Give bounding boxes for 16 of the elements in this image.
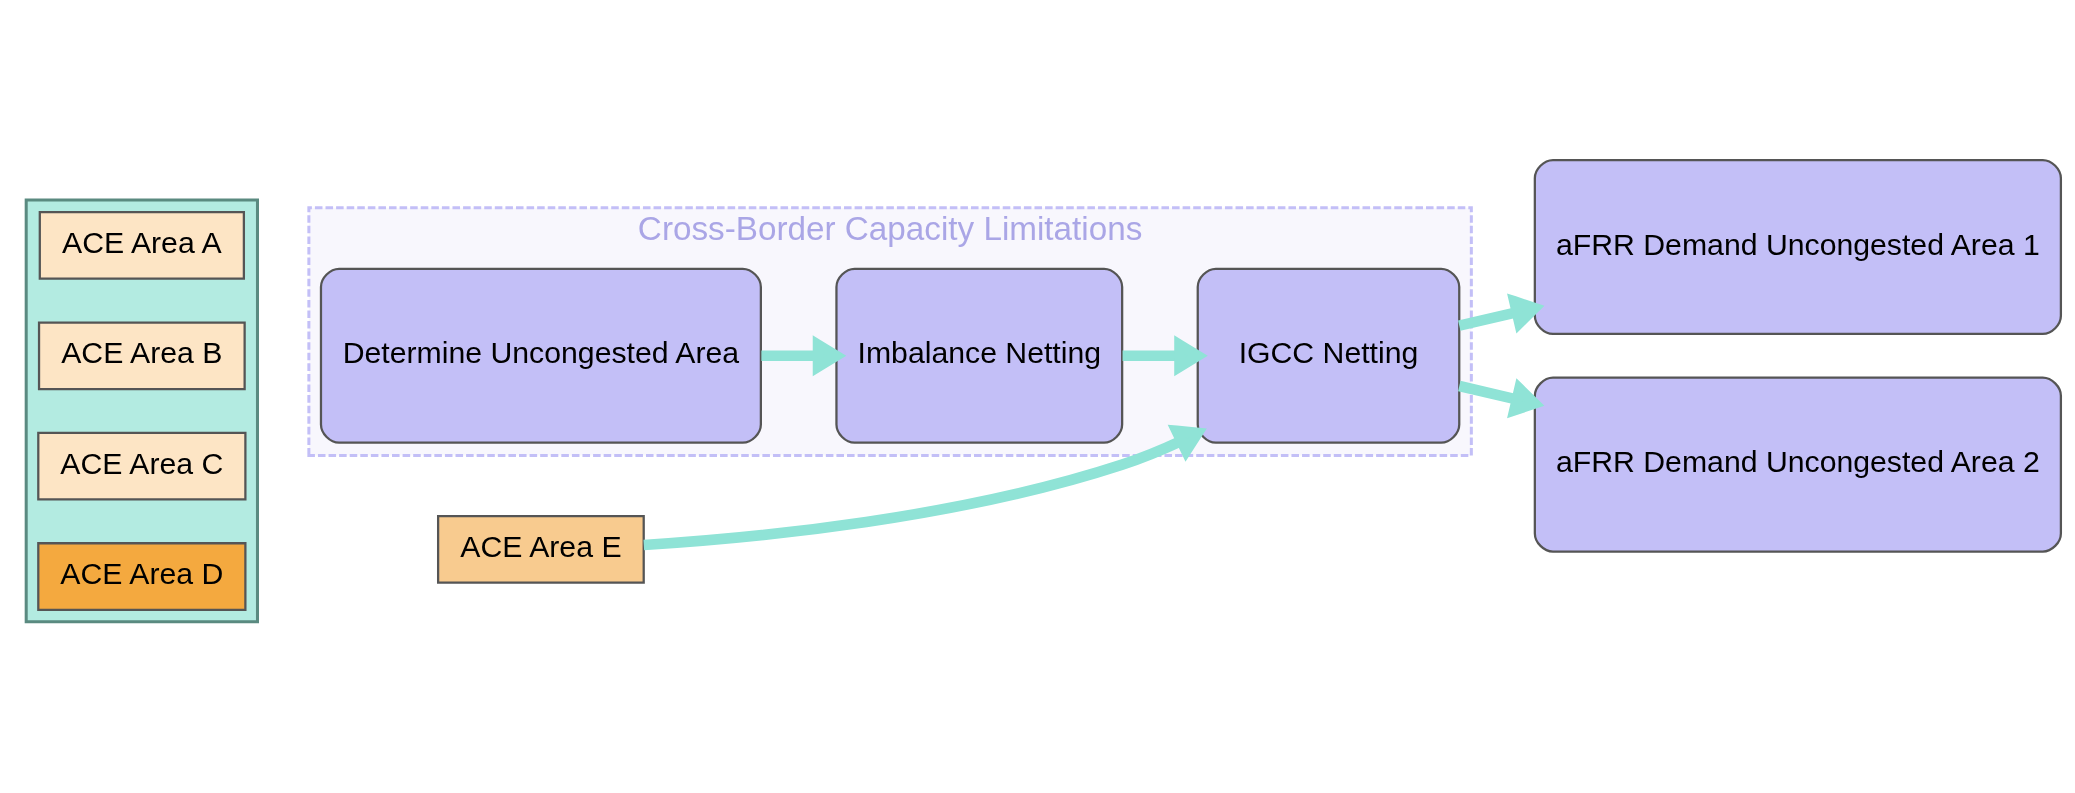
- node-box: aFRR Demand Uncongested Area 1: [1533, 158, 2063, 335]
- node-box: Determine Uncongested Area: [319, 267, 762, 444]
- arrow: [1458, 292, 1545, 333]
- node-box: ACE Area E: [437, 514, 645, 584]
- node-box: aFRR Demand Uncongested Area 2: [1533, 376, 2063, 553]
- node-box: ACE Area B: [37, 320, 246, 390]
- arrow: [643, 424, 1207, 550]
- node-box: Imbalance Netting: [835, 267, 1124, 444]
- arrow: [1458, 377, 1545, 418]
- node-box: ACE Area D: [37, 541, 247, 611]
- node-box: ACE Area C: [37, 431, 247, 501]
- cluster: [24, 198, 259, 623]
- arrow: [761, 334, 847, 376]
- node-box: IGCC Netting: [1196, 267, 1461, 444]
- arrow: [1122, 334, 1208, 376]
- node-box: ACE Area A: [38, 210, 245, 280]
